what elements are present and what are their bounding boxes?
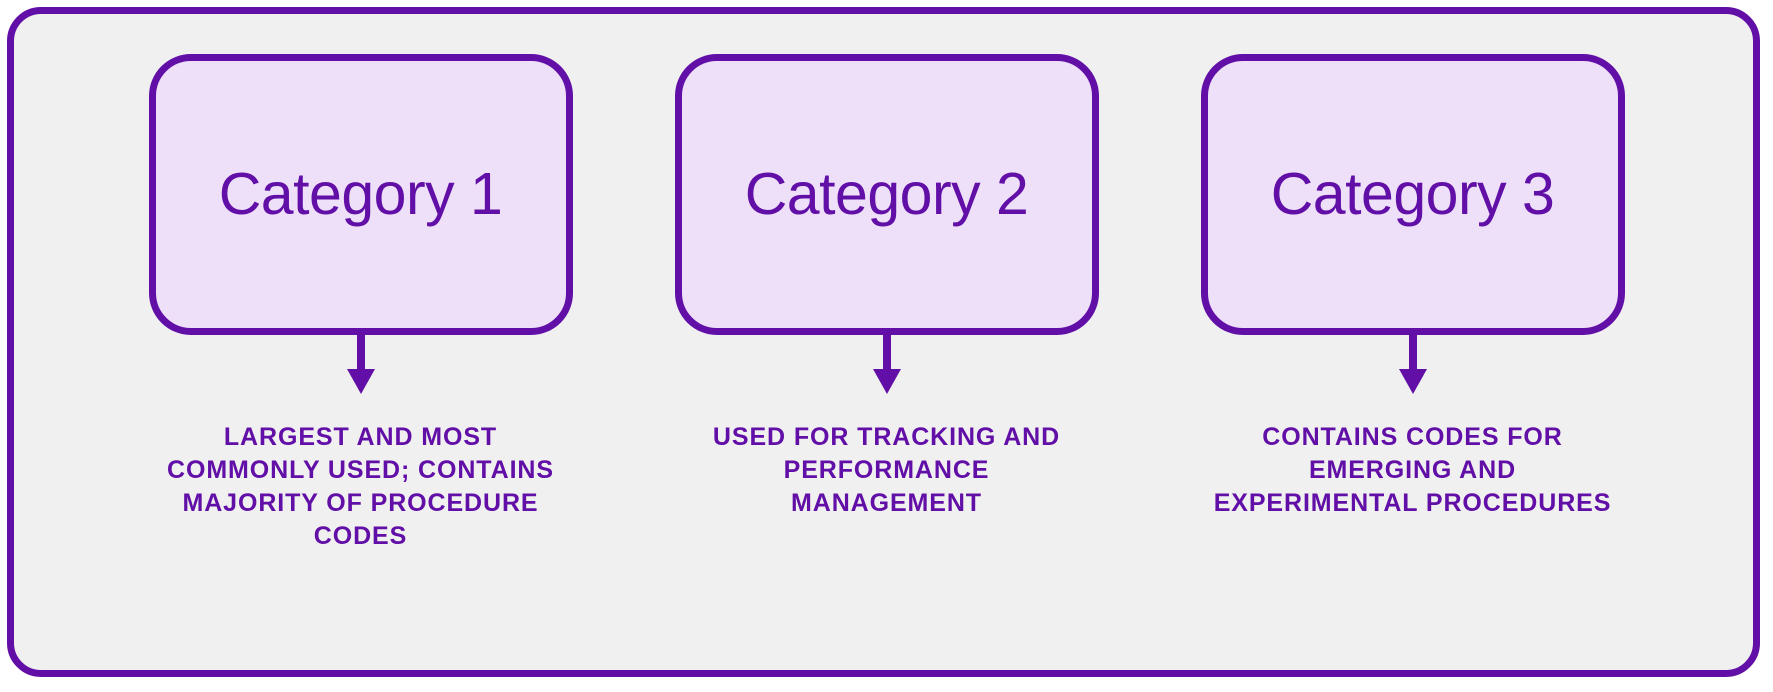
category-column-2: Category 2 USED FOR TRACKING AND PERFORM… xyxy=(624,0,1150,520)
category-box-1[interactable]: Category 1 xyxy=(148,54,573,335)
category-box-3-title: Category 3 xyxy=(1270,161,1555,227)
category-box-1-title: Category 1 xyxy=(218,161,503,227)
category-caption-3: CONTAINS CODES FOR EMERGING AND EXPERIME… xyxy=(1213,423,1612,517)
category-box-2-title: Category 2 xyxy=(744,161,1029,227)
category-column-1: Category 1 LARGEST AND MOST COMMONLY USE… xyxy=(98,0,624,553)
down-arrow-icon xyxy=(346,335,375,394)
category-box-3[interactable]: Category 3 xyxy=(1200,54,1625,335)
category-caption-2: USED FOR TRACKING AND PERFORMANCE MANAGE… xyxy=(712,423,1061,517)
category-caption-1: LARGEST AND MOST COMMONLY USED; CONTAINS… xyxy=(167,423,554,550)
category-column-3: Category 3 CONTAINS CODES FOR EMERGING A… xyxy=(1150,0,1676,520)
down-arrow-icon xyxy=(872,335,901,394)
down-arrow-icon xyxy=(1398,335,1427,394)
category-box-2[interactable]: Category 2 xyxy=(674,54,1099,335)
